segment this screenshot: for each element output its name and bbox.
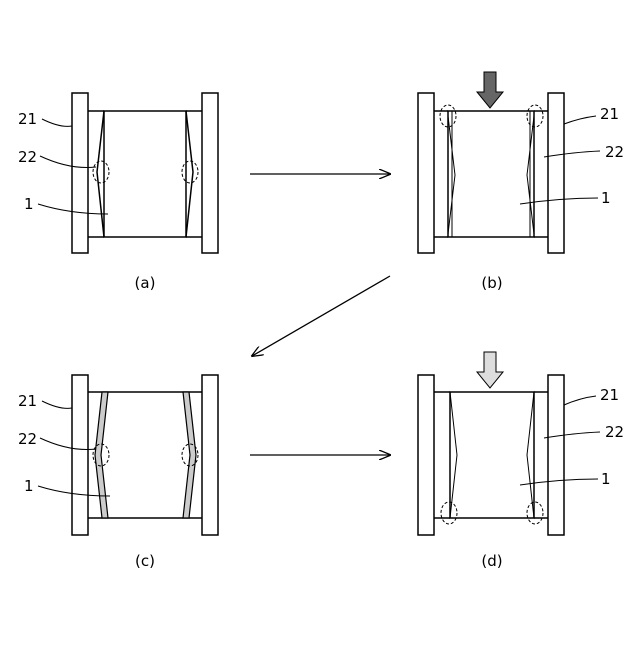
label-1: 1 — [601, 189, 611, 207]
label-1: 1 — [24, 477, 34, 495]
leader-1 — [520, 479, 598, 485]
press-arrow-light — [477, 352, 503, 388]
left-plate — [72, 375, 88, 535]
leader-1 — [38, 204, 108, 214]
label-21: 21 — [18, 392, 37, 410]
dashed-circle-left — [93, 161, 109, 183]
right-plate — [548, 375, 564, 535]
dashed-circle-left — [441, 502, 457, 524]
leader-21 — [564, 116, 596, 124]
left-plate — [72, 93, 88, 253]
leader-1 — [520, 198, 598, 204]
left-gap-line — [97, 111, 104, 237]
right-plate — [202, 375, 218, 535]
label-21: 21 — [600, 105, 619, 123]
right-plate — [202, 93, 218, 253]
block-1 — [104, 111, 186, 237]
leader-22 — [544, 151, 600, 157]
panel-c — [38, 375, 218, 535]
dashed-circle-right — [527, 105, 543, 127]
right-film — [183, 392, 196, 518]
left-gap-line — [450, 392, 457, 518]
caption-a: (a) — [135, 274, 156, 292]
left-plate — [418, 93, 434, 253]
right-gap-line — [186, 111, 193, 237]
left-film — [95, 392, 108, 518]
block-1 — [448, 111, 534, 237]
leader-22 — [544, 432, 600, 438]
arrow-b-to-c — [252, 276, 390, 356]
caption-c: (c) — [135, 552, 155, 570]
label-1: 1 — [601, 470, 611, 488]
panel-b — [418, 93, 600, 253]
panel-d — [418, 375, 600, 535]
dashed-circle-right — [182, 161, 198, 183]
label-22: 22 — [605, 143, 624, 161]
label-22: 22 — [18, 430, 37, 448]
dashed-circle-right — [527, 502, 543, 524]
left-plate — [418, 375, 434, 535]
press-arrow-dark — [477, 72, 503, 108]
right-plate — [548, 93, 564, 253]
caption-b: (b) — [481, 274, 502, 292]
label-22: 22 — [605, 423, 624, 441]
panel-a — [38, 93, 218, 253]
label-21: 21 — [18, 110, 37, 128]
leader-21 — [564, 396, 596, 405]
label-1: 1 — [24, 195, 34, 213]
label-22: 22 — [18, 148, 37, 166]
block-1 — [450, 392, 534, 518]
leader-21 — [42, 401, 72, 408]
label-21: 21 — [600, 386, 619, 404]
leader-21 — [42, 119, 72, 126]
right-gap-line — [527, 392, 534, 518]
caption-d: (d) — [481, 552, 502, 570]
